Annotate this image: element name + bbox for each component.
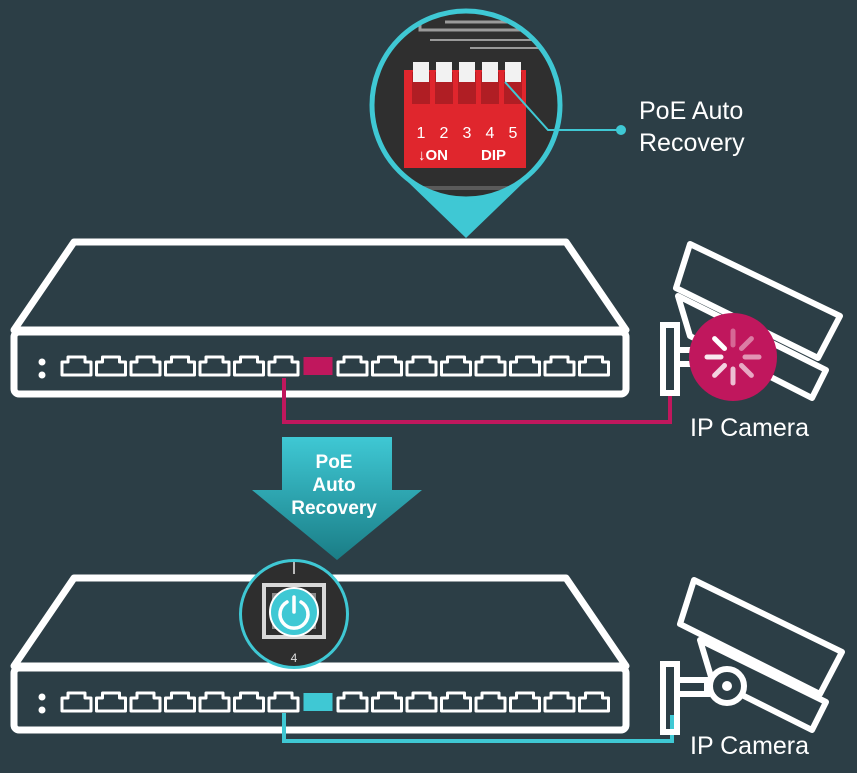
callout-label-line2: Recovery <box>639 129 745 157</box>
switch-top-port <box>405 355 438 377</box>
switch-bottom-ports <box>60 691 610 713</box>
switch-bottom-port-active <box>303 693 333 711</box>
switch-top <box>10 238 630 398</box>
dip-levers <box>412 62 522 104</box>
rebooting-spinner-icon <box>704 328 762 386</box>
dip-lever <box>436 62 452 82</box>
dip-lever <box>482 62 498 82</box>
power-icon <box>278 595 310 630</box>
poe-auto-recovery-label: PoE Auto Recovery <box>639 95 745 159</box>
callout-leader-dot <box>616 125 626 135</box>
port-zoom-callout: 4 <box>239 559 349 669</box>
arrow-label-line1: PoE <box>315 452 353 473</box>
dip-number: 3 <box>463 125 472 142</box>
spinner-segment <box>738 362 754 378</box>
switch-bottom <box>10 574 630 734</box>
switch-top-port <box>474 355 507 377</box>
switch-top-port <box>543 355 576 377</box>
switch-top-port <box>129 355 162 377</box>
switch-bottom-port <box>336 691 369 713</box>
switch-bottom-port <box>60 691 93 713</box>
switch-top-led-1 <box>38 358 46 366</box>
switch-top-port <box>371 355 403 377</box>
switch-top-port <box>267 355 300 377</box>
switch-bottom-port <box>440 691 472 713</box>
switch-bottom-port <box>95 691 127 713</box>
switch-bottom-port <box>543 691 576 713</box>
port-number-label: 4 <box>291 651 298 665</box>
switch-top-port <box>164 355 196 377</box>
switch-top-port <box>233 355 265 377</box>
switch-bottom-led-1 <box>38 693 46 701</box>
switch-bottom-port <box>198 691 231 713</box>
switch-top-port <box>509 355 541 377</box>
recovery-arrow <box>252 437 422 560</box>
spinner-segment <box>712 336 728 352</box>
switch-bottom-port <box>267 691 300 713</box>
switch-top-port <box>95 355 127 377</box>
switch-top-port <box>578 355 610 377</box>
dip-dip-label: DIP <box>481 147 506 164</box>
switch-top-port <box>440 355 472 377</box>
switch-top-port-active <box>303 357 333 375</box>
dip-lever <box>505 62 521 82</box>
dip-lever <box>413 62 429 82</box>
camera-bottom-label: IP Camera <box>690 732 810 760</box>
switch-bottom-led-2 <box>38 706 46 714</box>
dip-number: 4 <box>486 125 495 142</box>
switch-top-port <box>336 355 369 377</box>
switch-bottom-port <box>164 691 196 713</box>
dip-on-label: ↓ON <box>418 147 448 164</box>
cable-top <box>282 378 672 424</box>
dip-number: 2 <box>440 125 449 142</box>
camera-rebooting-indicator <box>689 313 777 401</box>
switch-bottom-port <box>129 691 162 713</box>
switch-bottom-port <box>509 691 541 713</box>
arrow-label: PoE Auto Recovery <box>268 451 400 520</box>
callout-leader-line <box>504 81 621 131</box>
arrow-label-line3: Recovery <box>291 498 377 519</box>
switch-top-ports <box>60 355 610 377</box>
spinner-segment <box>738 336 754 352</box>
switch-bottom-port <box>578 691 610 713</box>
arrow-label-line2: Auto <box>312 475 356 496</box>
spinner-segment <box>712 362 728 378</box>
switch-bottom-port <box>371 691 403 713</box>
camera-bottom <box>660 577 845 735</box>
switch-top-port <box>60 355 93 377</box>
switch-top-port <box>198 355 231 377</box>
dip-lever <box>459 62 475 82</box>
switch-bottom-port <box>474 691 507 713</box>
switch-top-led-2 <box>38 371 46 379</box>
camera-top <box>660 241 843 401</box>
callout-label-line1: PoE Auto <box>639 97 744 125</box>
switch-bottom-port <box>233 691 265 713</box>
switch-bottom-port <box>405 691 438 713</box>
cable-bottom <box>282 713 674 743</box>
dip-number: 1 <box>417 125 426 142</box>
camera-top-label: IP Camera <box>690 414 810 442</box>
dip-number: 5 <box>509 125 518 142</box>
